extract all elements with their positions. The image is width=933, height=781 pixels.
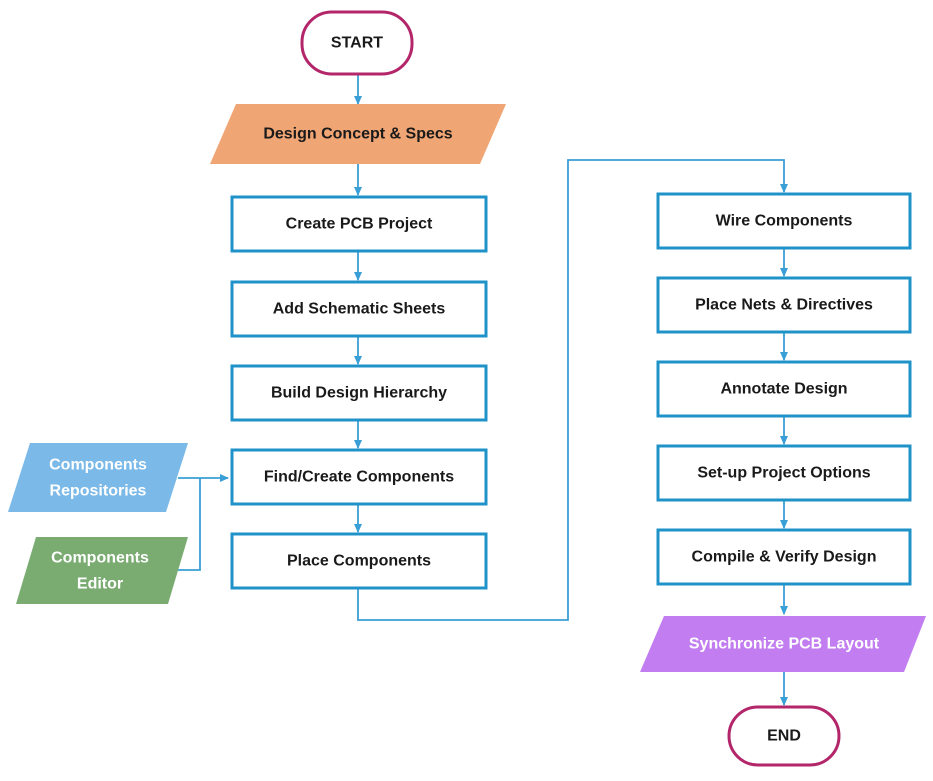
synchronize-pcb-layout-output: Synchronize PCB Layout xyxy=(640,616,926,672)
step-build-design-hierarchy: Build Design Hierarchy xyxy=(230,364,488,422)
components-repositories-shape xyxy=(8,443,188,512)
components-editor-shape xyxy=(16,537,188,604)
start-terminal: START xyxy=(300,10,414,76)
step-build-design-hierarchy-label: Build Design Hierarchy xyxy=(271,385,447,402)
connector-editor-find xyxy=(178,478,201,571)
step-wire-components: Wire Components xyxy=(656,192,912,250)
step-setup-project-options: Set-up Project Options xyxy=(656,444,912,502)
step-create-pcb-project: Create PCB Project xyxy=(230,195,488,253)
step-add-schematic-sheets-label: Add Schematic Sheets xyxy=(273,301,446,318)
step-place-nets-directives: Place Nets & Directives xyxy=(656,276,912,334)
design-concept-shape xyxy=(210,104,506,164)
step-place-components: Place Components xyxy=(230,532,488,590)
end-label: END xyxy=(767,728,801,745)
step-find-create-components: Find/Create Components xyxy=(230,448,488,506)
step-compile-verify-design: Compile & Verify Design xyxy=(656,528,912,586)
components-editor-input: Components Editor xyxy=(16,537,188,604)
components-editor-line1: Components xyxy=(51,550,149,567)
components-repositories-line1: Components xyxy=(49,457,147,474)
step-wire-components-label: Wire Components xyxy=(716,213,853,230)
connector-place-to-wire xyxy=(357,159,788,621)
step-annotate-design: Annotate Design xyxy=(656,360,912,418)
design-concept-input: Design Concept & Specs xyxy=(210,104,506,164)
step-annotate-design-label: Annotate Design xyxy=(720,381,847,398)
step-find-create-components-label: Find/Create Components xyxy=(264,469,454,486)
step-create-pcb-project-label: Create PCB Project xyxy=(286,216,433,233)
step-setup-project-options-label: Set-up Project Options xyxy=(697,465,870,482)
components-repositories-line2: Repositories xyxy=(50,483,147,500)
start-label: START xyxy=(331,35,383,52)
components-editor-line2: Editor xyxy=(77,576,123,593)
synchronize-pcb-layout-label: Synchronize PCB Layout xyxy=(689,636,880,653)
end-terminal: END xyxy=(727,705,841,767)
step-place-components-label: Place Components xyxy=(287,553,431,570)
step-compile-verify-design-label: Compile & Verify Design xyxy=(692,549,877,566)
synchronize-pcb-layout-shape xyxy=(640,616,926,672)
components-repositories-input: Components Repositories xyxy=(8,443,188,512)
step-place-nets-directives-label: Place Nets & Directives xyxy=(695,297,873,314)
step-add-schematic-sheets: Add Schematic Sheets xyxy=(230,280,488,338)
design-concept-label: Design Concept & Specs xyxy=(263,126,452,143)
connectors xyxy=(178,74,788,706)
